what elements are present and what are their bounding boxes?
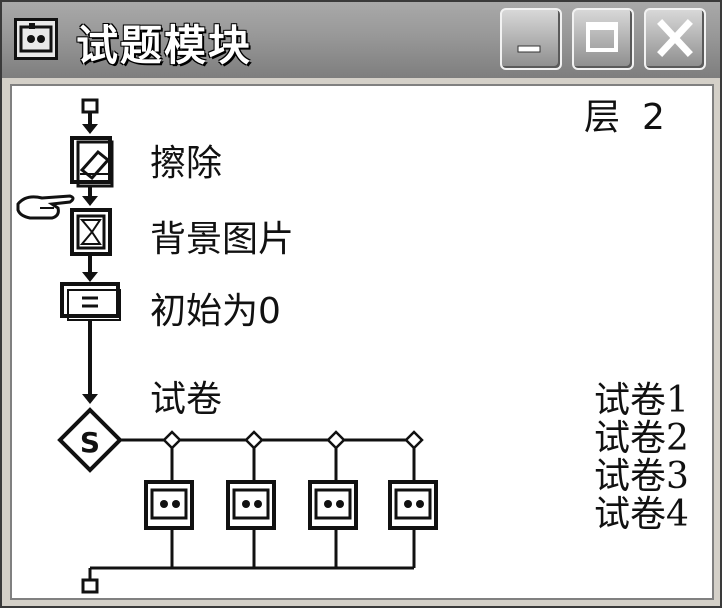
display-icon[interactable] bbox=[70, 208, 112, 256]
flowline-area[interactable]: 层 2 bbox=[10, 84, 714, 600]
title-bar[interactable]: 试题模块 bbox=[2, 2, 720, 78]
background-image-label: 背景图片 bbox=[150, 219, 295, 260]
level-value: 2 bbox=[642, 97, 665, 138]
close-button[interactable] bbox=[644, 8, 706, 70]
decision-symbol: S bbox=[80, 426, 100, 459]
minimize-icon bbox=[517, 45, 541, 53]
flowline-diagram: S bbox=[16, 98, 438, 594]
erase-label: 擦除 bbox=[150, 143, 223, 184]
branch-path-4[interactable] bbox=[388, 430, 438, 568]
framework-icon bbox=[14, 18, 58, 60]
hand-pointer-icon bbox=[16, 194, 75, 220]
path-label-2: 试卷2 bbox=[594, 418, 689, 459]
flow-end-marker bbox=[81, 578, 99, 594]
branch-path-2[interactable] bbox=[226, 430, 276, 568]
level-label: 层 bbox=[584, 97, 621, 138]
maximize-button[interactable] bbox=[572, 8, 634, 70]
path-label-4: 试卷4 bbox=[594, 494, 689, 535]
decision-icon[interactable]: S bbox=[57, 407, 123, 473]
branch-path-3[interactable] bbox=[308, 430, 358, 568]
maximize-icon bbox=[586, 22, 618, 52]
window-title: 试题模块 bbox=[76, 21, 253, 70]
close-icon bbox=[657, 19, 693, 57]
flow-start-marker bbox=[81, 98, 99, 114]
minimize-button[interactable] bbox=[500, 8, 562, 70]
calculation-label: 初始为0 bbox=[150, 291, 281, 332]
path-label-3: 试卷3 bbox=[594, 456, 689, 497]
path-label-1: 试卷1 bbox=[594, 380, 689, 421]
branch-path-1[interactable] bbox=[144, 430, 194, 568]
calculation-icon[interactable] bbox=[60, 282, 121, 321]
erase-icon[interactable] bbox=[70, 136, 114, 188]
decision-label: 试卷 bbox=[150, 379, 223, 420]
